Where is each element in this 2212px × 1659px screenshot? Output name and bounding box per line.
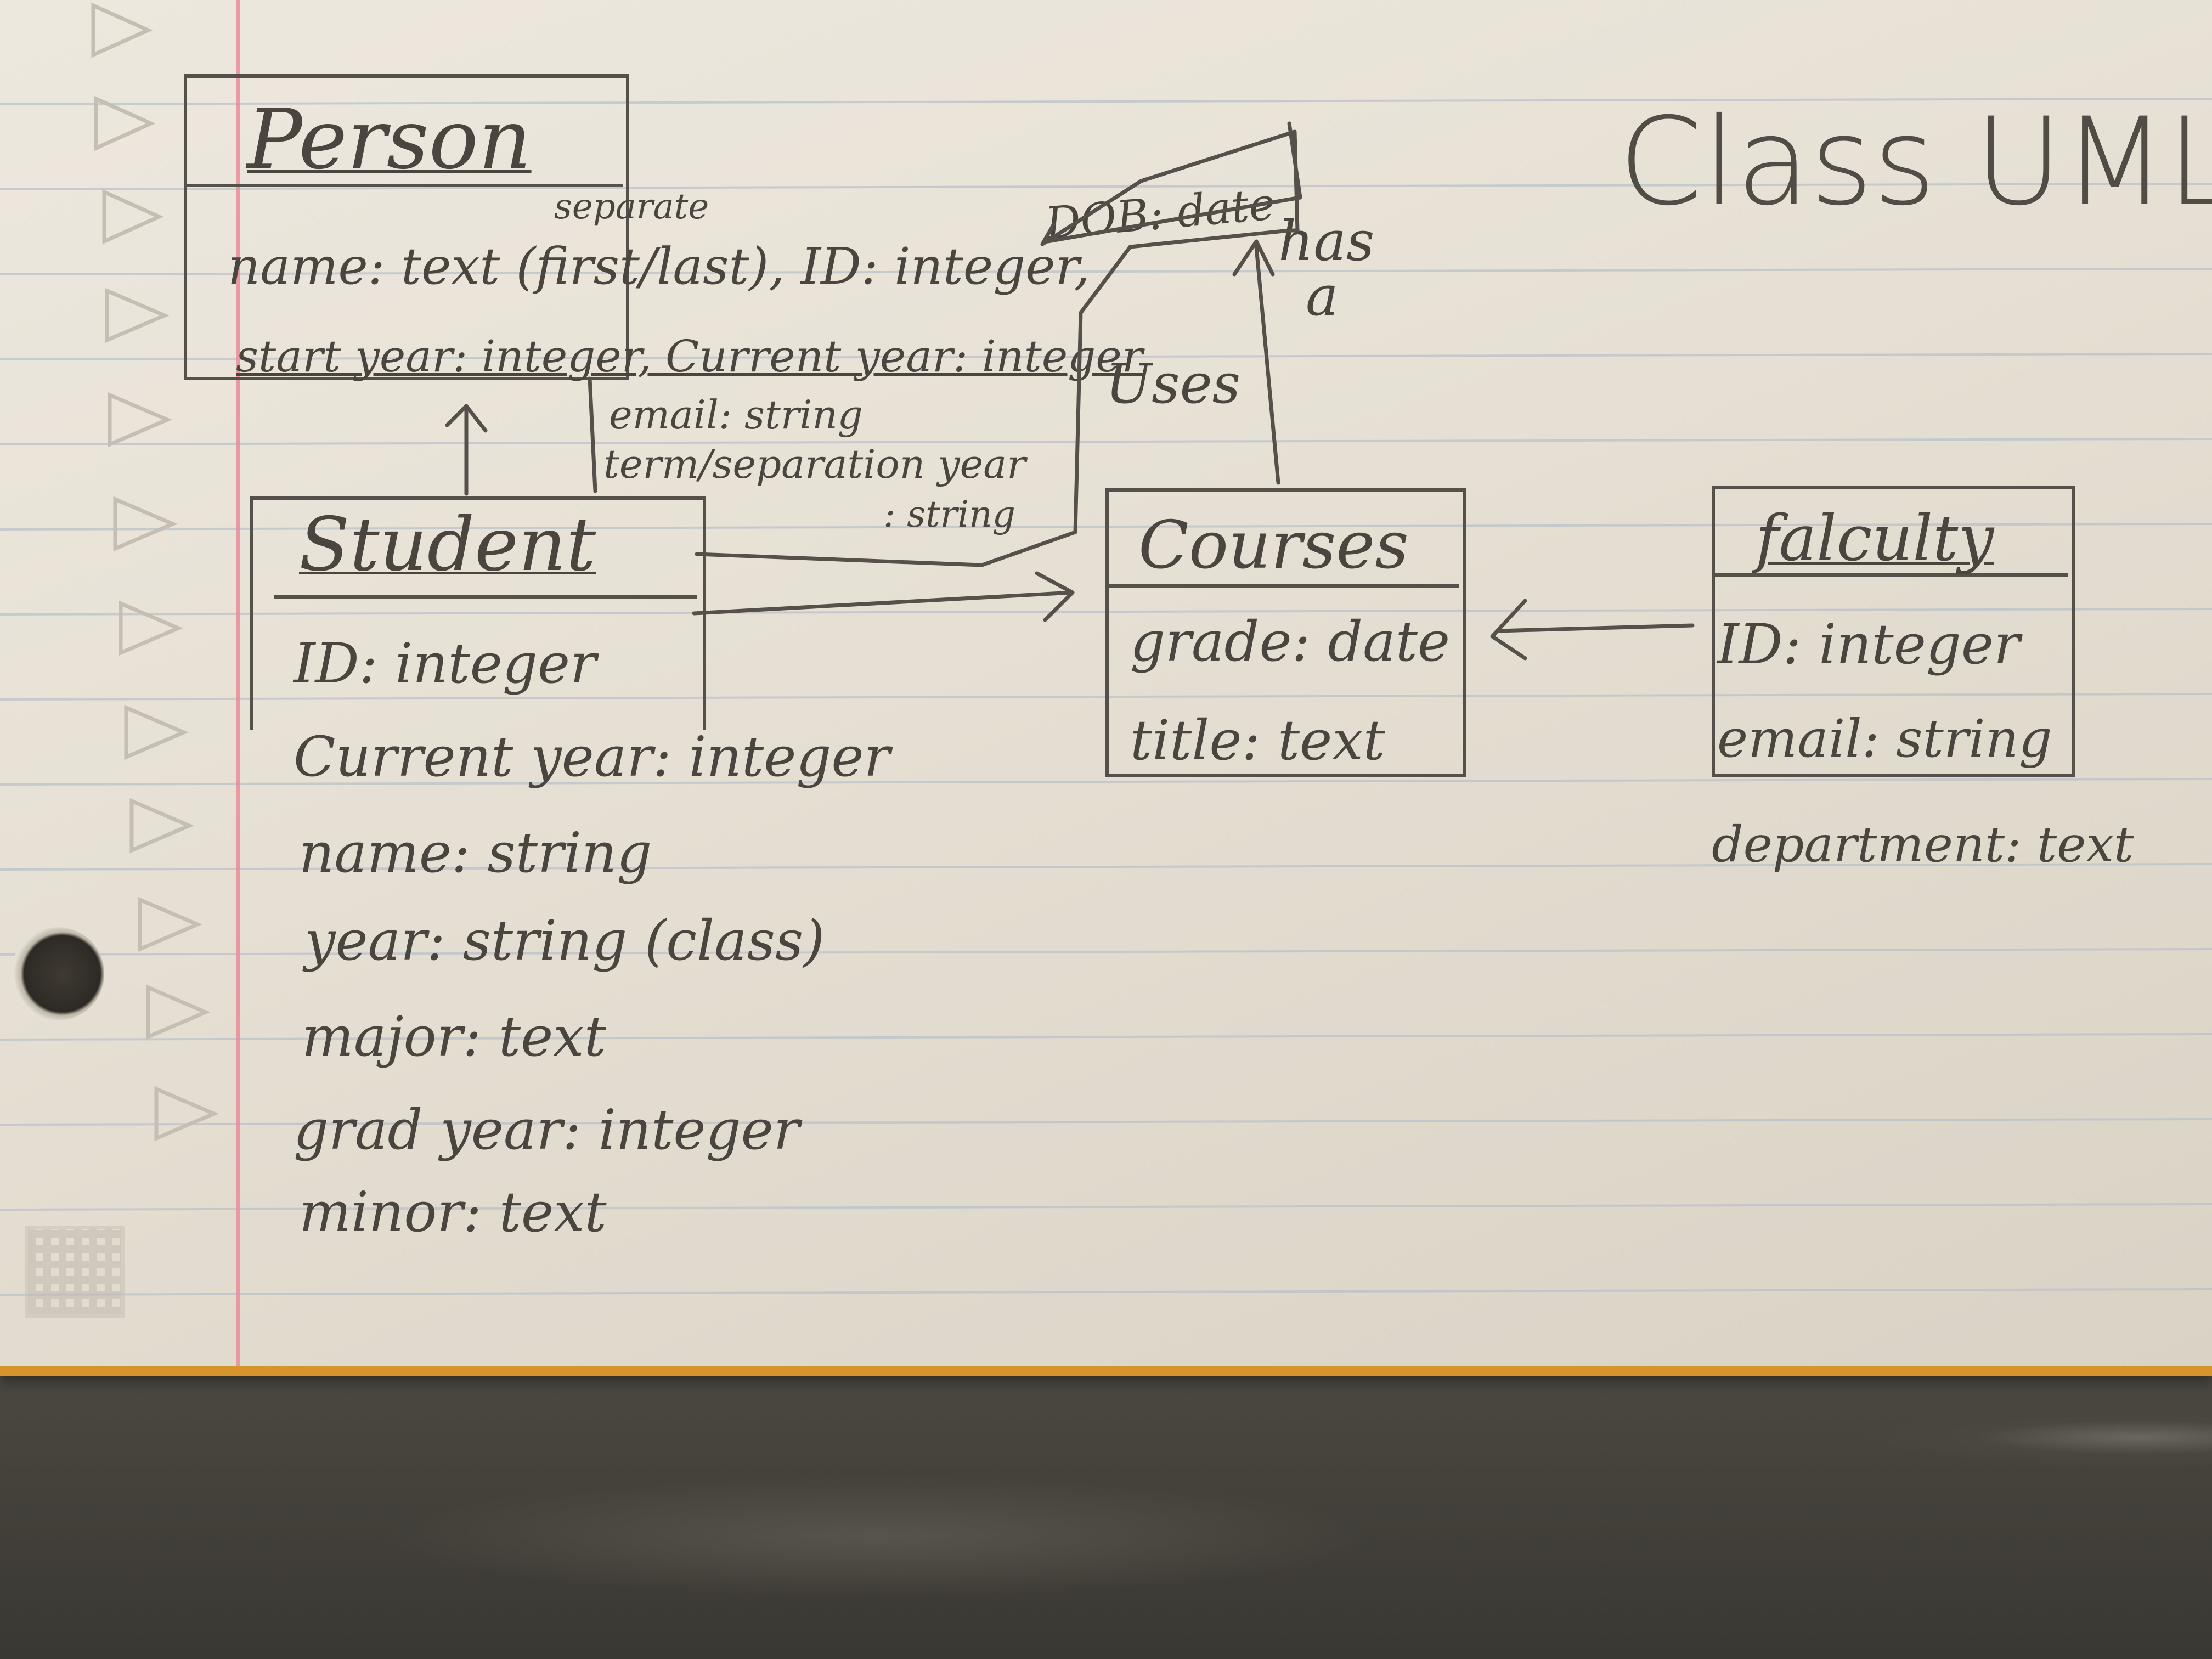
notebook-page: Class UML Person separate name: text (fi…: [0, 0, 2212, 1366]
person-attr-term-type: : string: [883, 493, 1016, 535]
margin-triangle-icons: [91, 2, 219, 1142]
relation-label-has: has: [1278, 209, 1375, 273]
faculty-attr: ID: integer: [1717, 612, 2020, 676]
courses-class-name: Courses: [1138, 507, 1409, 584]
faculty-divider: [1712, 573, 2068, 577]
margin-line: [236, 0, 240, 1366]
student-attr: major: text: [302, 1005, 606, 1069]
person-attr-email: email: string: [609, 392, 863, 438]
courses-attr: title: text: [1130, 708, 1385, 772]
courses-to-person-arrow: [1254, 245, 1280, 485]
student-to-courses-arrow: [692, 590, 1075, 616]
courses-class-box: [1105, 488, 1466, 777]
person-divider: [184, 184, 623, 187]
faculty-attr: department: text: [1712, 816, 2134, 873]
person-attr-line1: name: text (first/last), ID: integer,: [228, 237, 1090, 296]
relation-label-uses: Uses: [1105, 352, 1241, 416]
person-class-name: Person: [247, 92, 532, 188]
corner-grid-mark: [25, 1226, 125, 1318]
person-note-separate: separate: [554, 187, 709, 227]
person-extension-outline: [695, 129, 1300, 567]
fabric-background: [0, 1372, 2212, 1659]
student-attr: name: string: [299, 821, 652, 885]
student-divider: [274, 595, 697, 599]
faculty-class-name: falculty: [1756, 502, 1994, 575]
relationship-lines: [445, 121, 1695, 661]
person-class-box: [184, 74, 629, 380]
person-attr-term: term/separation year: [603, 441, 1026, 487]
relation-label-a: a: [1306, 264, 1339, 328]
student-attr: grad year: integer: [294, 1098, 800, 1162]
faculty-attr: email: string: [1717, 709, 2052, 769]
courses-divider: [1105, 584, 1459, 588]
student-class-name: Student: [299, 501, 596, 588]
student-attr: Current year: integer: [294, 725, 890, 789]
faculty-to-courses-arrow: [1496, 623, 1695, 633]
courses-attr: grade: date: [1130, 610, 1451, 674]
student-attr: minor: text: [299, 1180, 607, 1244]
student-attr: ID: integer: [294, 631, 596, 696]
faculty-class-box: [1712, 486, 2075, 777]
person-attr-line2: start year: integer, Current year: integ…: [236, 331, 1143, 382]
punch-hole: [11, 927, 104, 1020]
student-attr: year: string (class): [304, 909, 825, 973]
diagram-title: Class UML: [1618, 92, 2212, 232]
